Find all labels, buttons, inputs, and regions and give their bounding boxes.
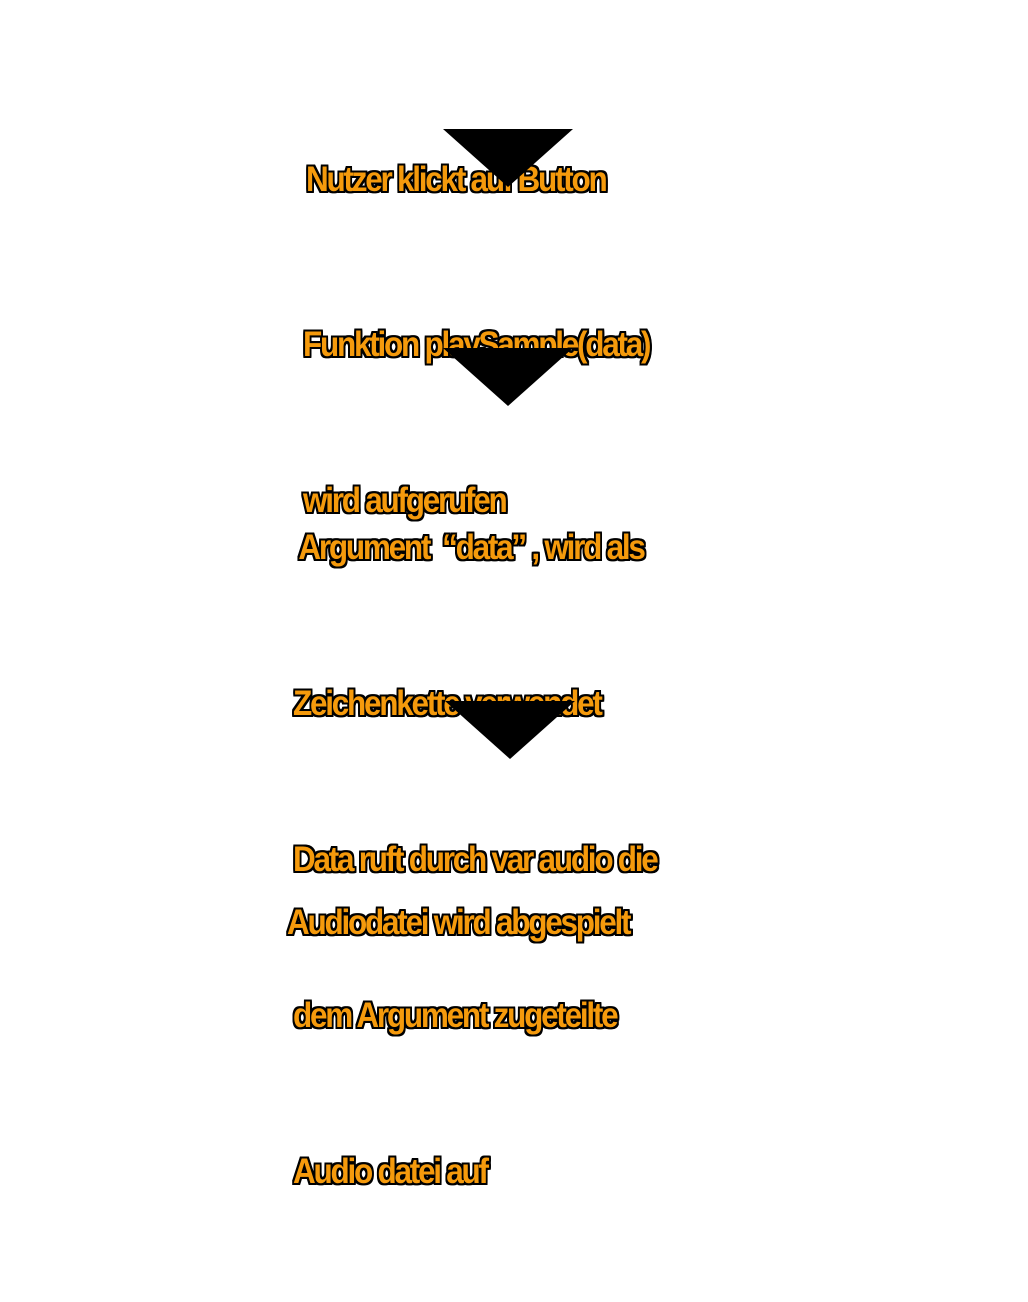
step-text-line: Audiodatei wird abgespielt <box>287 903 632 942</box>
step-text-line: Audio datei auf <box>293 1152 489 1191</box>
step-audio-plays: Audiodatei wird abgespielt <box>287 793 632 1053</box>
step-text-line: Data ruft durch var audio die <box>293 840 659 879</box>
down-arrow-icon <box>443 348 573 406</box>
step-text-line: Argument “data” , wird als <box>293 528 646 567</box>
step-text-line: wird aufgerufen <box>303 481 508 520</box>
down-arrow-icon <box>445 701 575 759</box>
down-arrow-icon <box>443 129 573 187</box>
step-function-called: Funktion playSample(data) wird aufgerufe… <box>303 215 652 631</box>
